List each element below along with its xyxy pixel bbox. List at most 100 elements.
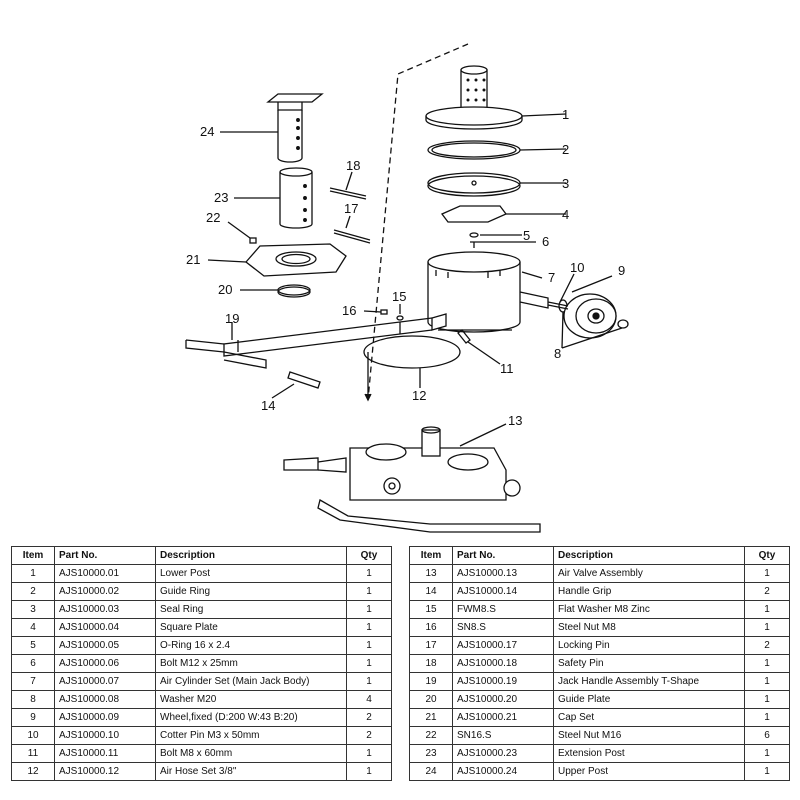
leader-line <box>559 273 575 303</box>
cell-description: Wheel,fixed (D:200 W:43 B:20) <box>155 708 347 727</box>
steel-nut-m8-part <box>380 309 388 315</box>
cell-part-no: AJS10000.04 <box>54 618 156 637</box>
cell-description: Square Plate <box>155 618 347 637</box>
column-header: Part No. <box>452 546 554 565</box>
cell-part-no: AJS10000.12 <box>54 762 156 781</box>
leader-line <box>207 259 247 263</box>
cell-item: 18 <box>409 654 453 673</box>
cell-item: 2 <box>11 582 55 601</box>
cell-item: 15 <box>409 600 453 619</box>
cell-item: 12 <box>11 762 55 781</box>
cell-part-no: AJS10000.06 <box>54 654 156 673</box>
callout-number: 18 <box>346 158 360 173</box>
cell-description: Air Cylinder Set (Main Jack Body) <box>155 672 347 691</box>
leader-line <box>519 148 567 151</box>
callout-number: 11 <box>500 361 514 376</box>
cell-qty: 1 <box>744 762 790 781</box>
cell-description: Lower Post <box>155 564 347 583</box>
cell-description: Bolt M12 x 25mm <box>155 654 347 673</box>
callout-number: 7 <box>548 270 555 285</box>
cell-qty: 2 <box>346 726 392 745</box>
cell-item: 14 <box>409 582 453 601</box>
leader-line <box>345 215 351 229</box>
bolt-m8-part <box>457 329 471 344</box>
leader-line <box>459 423 507 447</box>
cell-item: 4 <box>11 618 55 637</box>
cell-part-no: AJS10000.08 <box>54 690 156 709</box>
callout-number: 6 <box>542 234 549 249</box>
column-header: Description <box>553 546 745 565</box>
callout-number: 10 <box>570 260 584 275</box>
cell-item: 20 <box>409 690 453 709</box>
callout-number: 2 <box>562 142 569 157</box>
callout-number: 3 <box>562 176 569 191</box>
cell-qty: 2 <box>744 582 790 601</box>
cell-item: 22 <box>409 726 453 745</box>
callout-number: 9 <box>618 263 625 278</box>
cell-description: Flat Washer M8 Zinc <box>553 600 745 619</box>
column-header: Item <box>11 546 55 565</box>
cell-part-no: AJS10000.13 <box>452 564 554 583</box>
cell-description: Air Valve Assembly <box>553 564 745 583</box>
cell-part-no: AJS10000.19 <box>452 672 554 691</box>
leader-line <box>363 310 382 313</box>
cell-description: Air Hose Set 3/8" <box>155 762 347 781</box>
cell-item: 9 <box>11 708 55 727</box>
column-header: Part No. <box>54 546 156 565</box>
callout-number: 23 <box>214 190 228 205</box>
column-header: Qty <box>744 546 790 565</box>
callout-number: 16 <box>342 303 356 318</box>
cell-description: Washer M20 <box>155 690 347 709</box>
callout-number: 13 <box>508 413 522 428</box>
callout-number: 4 <box>562 207 569 222</box>
callout-number: 21 <box>186 252 200 267</box>
cell-qty: 1 <box>744 564 790 583</box>
locking-pin-part <box>333 229 371 244</box>
flat-washer-part <box>396 315 404 321</box>
leader-line <box>561 311 623 349</box>
cell-part-no: SN8.S <box>452 618 554 637</box>
wheel-part <box>563 293 617 339</box>
cell-qty: 1 <box>346 582 392 601</box>
leader-line <box>521 113 567 117</box>
cell-description: Cotter Pin M3 x 50mm <box>155 726 347 745</box>
seal-ring-part <box>427 172 521 197</box>
cell-description: Handle Grip <box>553 582 745 601</box>
cell-item: 23 <box>409 744 453 763</box>
cell-qty: 1 <box>346 636 392 655</box>
cell-qty: 1 <box>346 564 392 583</box>
guide-plate-part <box>277 284 311 298</box>
cell-item: 16 <box>409 618 453 637</box>
cell-part-no: AJS10000.05 <box>54 636 156 655</box>
cell-description: Guide Plate <box>553 690 745 709</box>
cell-description: Jack Handle Assembly T-Shape <box>553 672 745 691</box>
leader-line <box>271 383 295 399</box>
cell-part-no: AJS10000.24 <box>452 762 554 781</box>
cell-qty: 1 <box>744 690 790 709</box>
cell-description: Extension Post <box>553 744 745 763</box>
callout-number: 24 <box>200 124 214 139</box>
cell-description: Locking Pin <box>553 636 745 655</box>
cell-qty: 1 <box>346 654 392 673</box>
callout-number: 17 <box>344 201 358 216</box>
callout-number: 19 <box>225 311 239 326</box>
cell-item: 7 <box>11 672 55 691</box>
cell-part-no: AJS10000.23 <box>452 744 554 763</box>
